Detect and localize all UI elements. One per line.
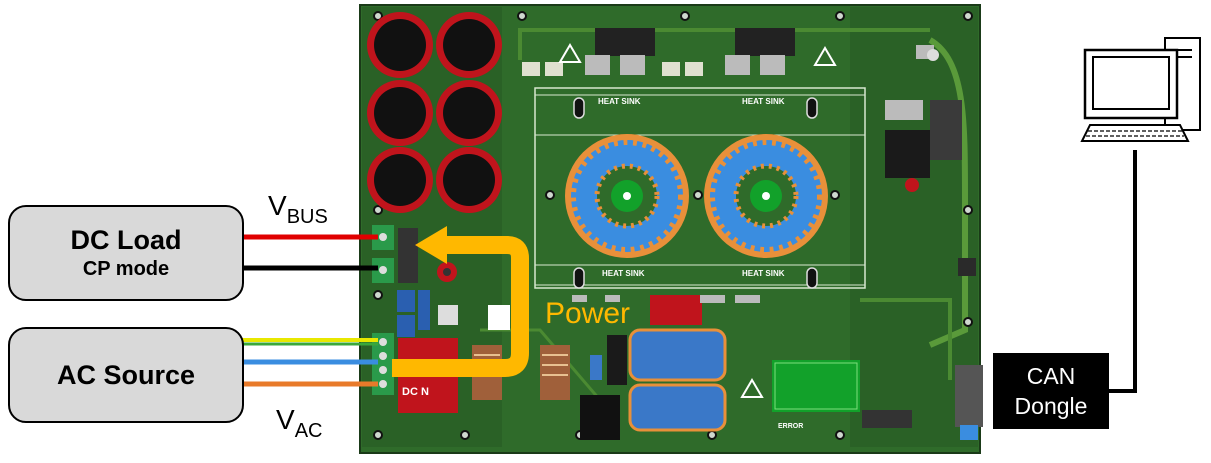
heat-sink-outline <box>534 87 866 289</box>
silk-error-label: ERROR <box>778 423 803 430</box>
mounting-holes <box>373 11 973 440</box>
warning-icons <box>558 43 837 398</box>
ac-source-title: AC Source <box>56 359 196 390</box>
dc-load-title: DC Load <box>70 225 182 255</box>
computer-icon <box>1080 37 1201 142</box>
heat-sink-label-3: HEAT SINK <box>602 269 645 278</box>
capacitor-bank <box>367 12 502 213</box>
terminal-blocks <box>372 225 394 395</box>
can-dongle-line2: Dongle <box>1014 393 1088 419</box>
dc-load-subtitle: CP mode <box>82 258 170 280</box>
silk-dc-label: DC N <box>402 386 429 398</box>
v-bus-label: VBUS <box>268 190 328 228</box>
control-board <box>772 360 860 412</box>
power-transistors <box>522 28 795 76</box>
heat-sink-label-4: HEAT SINK <box>742 269 785 278</box>
heat-sink-label-1: HEAT SINK <box>598 97 641 106</box>
toroid-inductors <box>565 134 828 258</box>
ac-source-box: AC Source <box>8 327 244 423</box>
power-flow-arrow <box>392 236 529 377</box>
power-label: Power <box>545 297 631 330</box>
can-dongle-box: CAN Dongle <box>993 353 1109 429</box>
can-dongle-line1: CAN <box>1026 363 1076 389</box>
heat-sink-label-2: HEAT SINK <box>742 97 785 106</box>
v-ac-label: VAC <box>276 404 323 442</box>
dc-load-box: DC Load CP mode <box>8 205 244 301</box>
can-cable <box>1109 150 1137 393</box>
